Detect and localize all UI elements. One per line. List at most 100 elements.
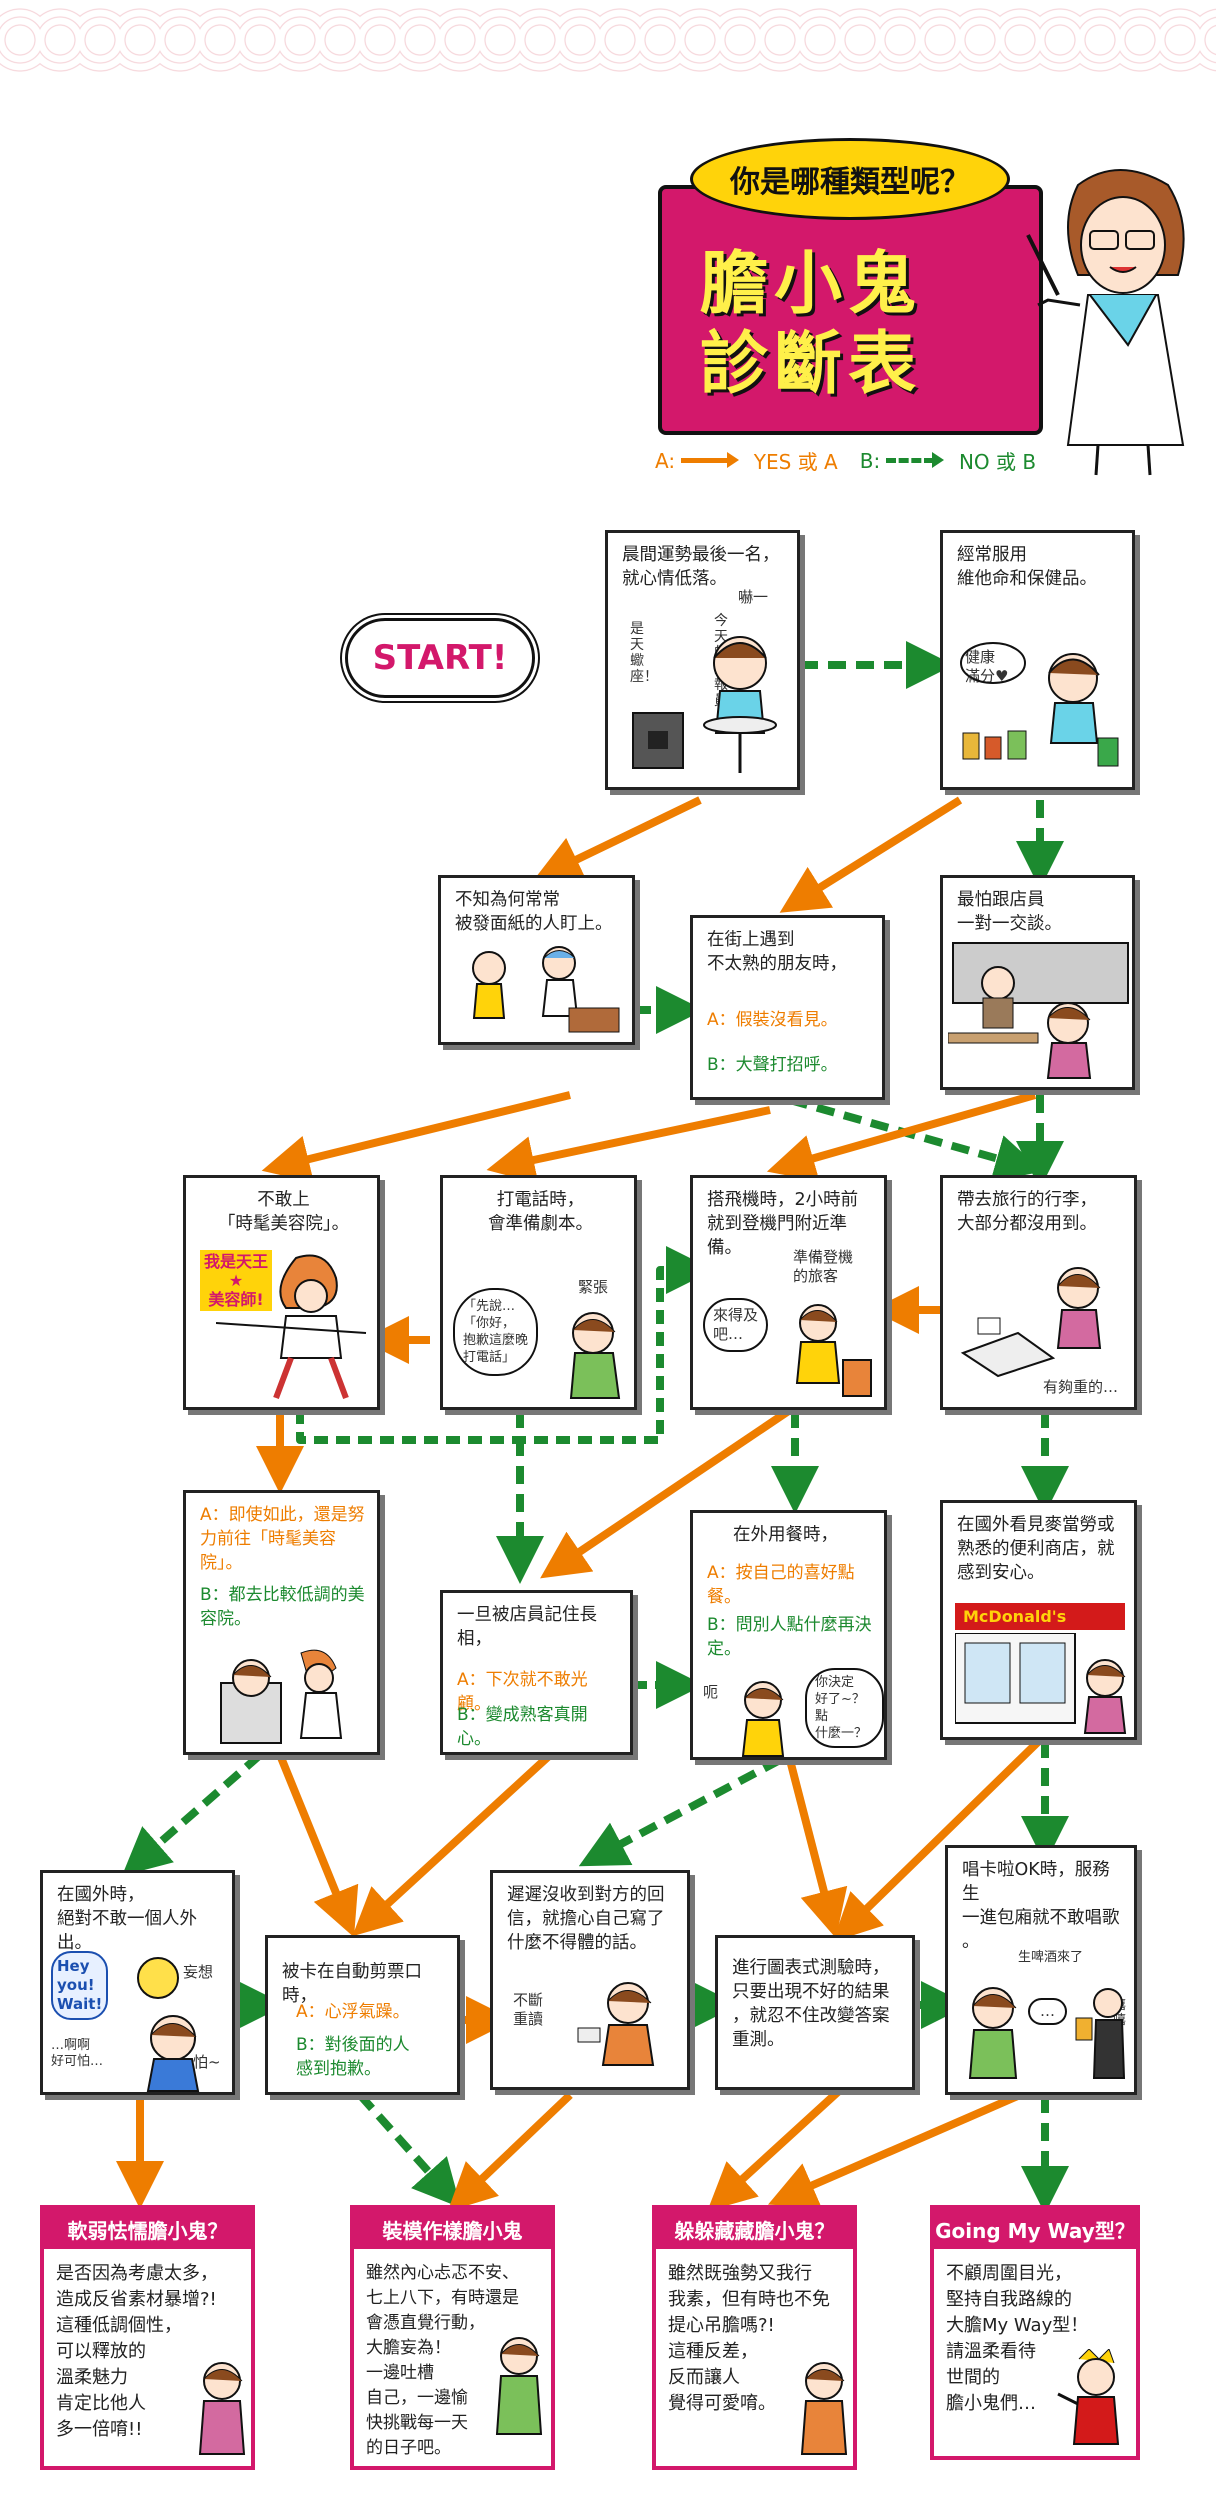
question-text: 搭飛機時，2小時前 就到登機門附近準備。 <box>707 1190 859 1258</box>
question-panel-waiting-reply: 遲遲沒收到對方的回 信，就擔心自己寫了 什麼不得體的話。 不斷 重讀 <box>490 1870 690 2090</box>
heavy-caption: 有夠重的… <box>1043 1378 1119 1396</box>
question-text: 經常服用 維他命和保健品。 <box>957 545 1097 589</box>
silence-bubble: … <box>1028 1998 1067 2025</box>
legend-a-label: A: <box>655 448 676 473</box>
result-title: 裝模作樣膽小鬼 <box>354 2209 551 2249</box>
stylist-caption: 我是天王 ★ 美容師! <box>200 1250 273 1311</box>
question-text: 最怕跟店員 一對一交談。 <box>957 890 1062 934</box>
question-text: 帶去旅行的行李， 大部分都沒用到。 <box>957 1190 1097 1234</box>
question-panel-luggage: 帶去旅行的行李， 大部分都沒用到。 有夠重的… <box>940 1175 1137 1410</box>
page-title: 膽小鬼 診斷表 <box>700 245 1000 405</box>
vitamin-girl-illustration <box>960 642 1119 767</box>
result-girl-illustration <box>1057 2349 1120 2445</box>
title-line-2: 診斷表 <box>700 325 923 404</box>
title-bubble-text: 你是哪種類型呢？ <box>730 165 970 200</box>
option-a: A：下次就不敢光顧。 <box>457 1670 588 1714</box>
option-a: A：心浮氣躁。 <box>296 2002 410 2022</box>
question-panel-remembered-by-clerk: 一旦被店員記住長相， A：下次就不敢光顧。 B：變成熟客真開心。 <box>440 1590 633 1755</box>
nervous-caption: 緊張 <box>578 1278 609 1296</box>
question-text: 進行圖表式測驗時， 只要出現不好的結果 ，就忍不住改變答案 重測。 <box>732 1958 890 2050</box>
question-panel-familiar-stores: 在國外看見麥當勞或 熟悉的便利商店，就 感到安心。 McDonald's <box>940 1500 1137 1740</box>
friend-bubble: 你決定 好了~？點 什麼一？ <box>805 1668 884 1748</box>
option-b: B：變成熟客真開心。 <box>457 1705 588 1749</box>
option-b: B：對後面的人 感到抱歉。 <box>296 2035 410 2079</box>
question-panel-chart-retest: 進行圖表式測驗時， 只要出現不好的結果 ，就忍不住改變答案 重測。 <box>715 1935 915 2090</box>
orange-arrow-icon <box>681 452 740 468</box>
result-girl-illustration <box>800 2362 848 2455</box>
worry-bubble: 來得及 吧… <box>703 1298 769 1352</box>
question-panel-dining-out: 在外用餐時， A：按自己的喜好點餐。 B：問別人點什麼再決 定。 呃 你決定 好… <box>690 1510 887 1760</box>
sad-girl-illustration <box>632 636 777 773</box>
sound-effect: 嚇一 <box>738 588 769 606</box>
salon-chair-illustration <box>220 1649 343 1744</box>
question-panel-vitamins: 經常服用 維他命和保健品。 健康 滿分♥ <box>940 530 1135 790</box>
fear-caption: 怕~ <box>193 2053 221 2071</box>
luggage-illustration <box>960 1267 1102 1378</box>
legend-b-text: NO 或 B <box>958 450 1037 474</box>
tissue-handout-illustration <box>472 946 620 1033</box>
answer-panel-salon: A：即使如此，還是努 力前往「時髦美容 院」。 B：都去比較低調的美 容院。 <box>183 1490 380 1755</box>
title-line-1: 膽小鬼 <box>700 245 923 324</box>
result-title: 軟弱怯懦膽小鬼？ <box>44 2209 251 2249</box>
question-panel-fancy-salon: 不敢上 「時髦美容院」。 我是天王 ★ 美容師! <box>183 1175 380 1410</box>
script-bubble: 「先說… 「你好， 抱歉這麼晚 打電話」 <box>453 1288 539 1376</box>
scared-caption: …啊啊 好可怕… <box>51 2038 104 2069</box>
question-text: 一旦被店員記住長相， <box>457 1605 597 1649</box>
result-box-pretender: 裝模作樣膽小鬼 雖然內心忐忑不安、 七上八下，有時還是 會憑直覺行動， 大膽妄為… <box>350 2205 555 2470</box>
question-text: 唱卡啦OK時，服務生 一進包廂就不敢唱歌 。 <box>962 1860 1120 1952</box>
question-panel-phone-script: 打電話時， 會準備劇本。 緊張 「先說… 「你好， 抱歉這麼晚 打電話」 <box>440 1175 637 1410</box>
shout-bubble: Hey you! Wait! <box>51 1951 109 2020</box>
title-board <box>658 185 1043 435</box>
question-panel-meeting-friend: 在街上遇到 不太熟的朋友時， A：假裝沒看見。 B：大聲打招呼。 <box>690 915 885 1100</box>
traveler-illustration <box>795 1304 872 1397</box>
phone-girl-illustration <box>569 1312 621 1399</box>
decorative-top-band <box>0 0 1216 80</box>
waiter-caption: 生啤酒來了 <box>1018 1950 1084 1965</box>
question-text: 在街上遇到 不太熟的朋友時， <box>707 930 847 974</box>
result-title: 躲躲藏藏膽小鬼？ <box>656 2209 853 2249</box>
teacher-illustration <box>1026 169 1185 476</box>
question-panel-going-out-abroad: 在國外時， 絕對不敢一個人外出。 Hey you! Wait! 妄想 …啊啊 好… <box>40 1870 235 2095</box>
question-panel-karaoke: 唱卡啦OK時，服務生 一進包廂就不敢唱歌 。 生啤酒來了 … 嘻嘻 <box>945 1845 1137 2095</box>
title-speech-bubble: 你是哪種類型呢？ <box>690 138 1010 220</box>
store-sign: McDonald's <box>955 1603 1125 1630</box>
legend-a: A: YES 或 A <box>655 446 838 475</box>
question-text: 在外用餐時， <box>733 1525 838 1545</box>
option-b: B：大聲打招呼。 <box>707 1055 838 1075</box>
question-text: 遲遲沒收到對方的回 信，就擔心自己寫了 什麼不得體的話。 <box>507 1885 665 1953</box>
question-text: 不敢上 「時髦美容院」。 <box>217 1190 350 1234</box>
result-box-hiding: 躲躲藏藏膽小鬼？ 雖然既強勢又我行 我素，但有時也不免 提心吊膽嗎?! 這種反差… <box>652 2205 857 2470</box>
question-panel-tissue-handout: 不知為何常常 被發面紙的人盯上。 <box>438 875 635 1045</box>
question-text: 晨間運勢最後一名， 就心情低落。 <box>622 545 780 589</box>
result-title: Going My Way型？ <box>934 2209 1136 2249</box>
result-body: 是否因為考慮太多， 造成反省素材暴增?! 這種低調個性， 可以釋放的 溫柔魅力 … <box>56 2263 218 2440</box>
clerk-illustration <box>948 942 1129 1079</box>
option-a: A：按自己的喜好點餐。 <box>707 1563 855 1607</box>
option-b: B：問別人點什麼再決 定。 <box>707 1615 872 1659</box>
question-panel-morning-horoscope: 晨間運勢最後一名， 就心情低落。 嚇一 今天的播報員 是天蠍座！ <box>605 530 800 790</box>
legend: A: YES 或 A B: NO 或 B <box>655 446 1036 475</box>
result-girl-illustration <box>198 2362 246 2455</box>
result-box-going-my-way: Going My Way型？ 不顧周圍目光， 堅持自我路線的 大膽My Way型… <box>930 2205 1140 2460</box>
question-text: 被卡在自動剪票口時， <box>282 1962 422 2006</box>
option-a: A：即使如此，還是努 力前往「時髦美容 院」。 <box>200 1505 365 1573</box>
scared-girl-illustration <box>137 1957 200 2092</box>
result-body: 不顧周圍目光， 堅持自我路線的 大膽My Way型！ 請溫柔看待 世間的 膽小鬼… <box>946 2263 1089 2414</box>
karaoke-illustration <box>968 1987 1126 2079</box>
option-b: B：都去比較低調的美 容院。 <box>200 1585 365 1629</box>
result-box-timid-weakling: 軟弱怯懦膽小鬼？ 是否因為考慮太多， 造成反省素材暴增?! 這種低調個性， 可以… <box>40 2205 255 2470</box>
question-text: 打電話時， 會準備劇本。 <box>488 1190 593 1234</box>
question-panel-store-clerk: 最怕跟店員 一對一交談。 … <box>940 875 1135 1090</box>
worried-girl-illustration <box>577 1982 655 2066</box>
green-dashed-arrow-icon <box>886 452 945 468</box>
question-text: 不知為何常常 被發面紙的人盯上。 <box>455 890 613 934</box>
question-panel-ticket-gate: 被卡在自動剪票口時， A：心浮氣躁。 B：對後面的人 感到抱歉。 <box>265 1935 460 2095</box>
result-body: 雖然內心忐忑不安、 七上八下，有時還是 會憑直覺行動， 大膽妄為！ 一邊吐槽 自… <box>366 2263 519 2458</box>
question-panel-airport-early: 搭飛機時，2小時前 就到登機門附近準備。 準備登機 的旅客 來得及 吧… <box>690 1175 887 1410</box>
result-body: 雖然既強勢又我行 我素，但有時也不免 提心吊膽嗎?! 這種反差， 反而讓人 覺得… <box>668 2263 830 2414</box>
legend-a-text: YES 或 A <box>753 450 838 474</box>
stylist-illustration <box>216 1254 367 1400</box>
result-girl-illustration <box>495 2337 543 2435</box>
question-text: 在國外時， 絕對不敢一個人外出。 <box>57 1885 197 1953</box>
